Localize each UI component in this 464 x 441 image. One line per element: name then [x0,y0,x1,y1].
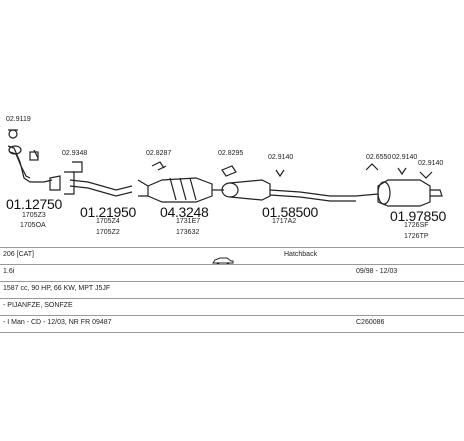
clamp-drawing-4 [221,165,237,177]
catalog-code: C260086 [356,319,385,326]
middle-silencer-drawing [221,179,356,202]
part-sub-3b: 173632 [176,229,200,236]
part-sub-3a: 1731E7 [176,218,201,225]
part-sub-1a: 1705Z3 [22,212,46,219]
part-number-5: 01.97850 [390,208,446,224]
part-number-1: 01.12750 [6,196,62,212]
part-number-2: 01.21950 [80,204,136,220]
body-type: Hatchback [284,251,318,258]
clamp-drawing-3 [151,161,167,171]
part-sub-5a: 1726SF [404,222,429,229]
clamp-code-5: 02.9140 [268,154,294,161]
info-note-1: - PIJANFZE, SONFZE [3,302,73,309]
part-number-3: 04.3248 [160,204,209,220]
front-pipe-drawing [7,145,53,183]
info-row-spec: 1587 cc, 90 HP, 66 KW, MPT J5JF [0,281,464,299]
clamp-code-6: 02.6550 [366,154,392,161]
rear-silencer-drawing [355,179,443,207]
clamp-drawing-1 [8,129,18,139]
engine-spec: 1587 cc, 90 HP, 66 KW, MPT J5JF [3,285,111,292]
clamp-code-2: 02.9348 [62,150,88,157]
clamp-code-7: 02.9140 [392,154,418,161]
info-row-4: - PIJANFZE, SONFZE [0,298,464,316]
table-bottom-rule [0,332,464,333]
exhaust-diagram: 02.9119 01.12750 1705Z3 1705OA 02.9348 0… [6,116,446,240]
clamp-code-4: 02.8295 [218,150,244,157]
clamp-drawing-2 [72,161,83,173]
part-sub-4a: 1717A2 [272,218,297,225]
clamp-code-1: 02.9119 [6,116,31,123]
model-name: 206 [CAT] [3,251,34,258]
catalyst-drawing [137,177,224,203]
production-years: 09/98 - 12/03 [356,268,398,275]
info-row-model: 206 [CAT] Hatchback [0,247,464,265]
part-sub-1b: 1705OA [20,222,46,229]
part-sub-5b: 1726TP [404,233,429,240]
clamp-drawing-5 [365,163,379,171]
intermediate-pipe-drawing [64,171,133,197]
clamp-code-3: 02.8287 [146,150,172,157]
hanger-drawing-1 [275,169,285,178]
hanger-drawing-2 [397,167,407,176]
info-row-engine: 1.6i 09/98 - 12/03 [0,264,464,282]
info-note-2: - I Man - CD - 12/03, NR FR 09487 [3,319,112,326]
exhaust-parts-drawing [7,129,443,207]
part-number-4: 01.58500 [262,204,318,220]
part-sub-2a: 1705Z4 [96,218,120,225]
hanger-drawing-3 [419,171,433,179]
info-row-5: - I Man - CD - 12/03, NR FR 09487 C26008… [0,315,464,333]
part-sub-2b: 1705Z2 [96,229,120,236]
engine-displacement: 1.6i [3,268,15,275]
flange-drawing-1 [49,175,61,191]
clamp-code-8: 02.9140 [418,160,444,167]
